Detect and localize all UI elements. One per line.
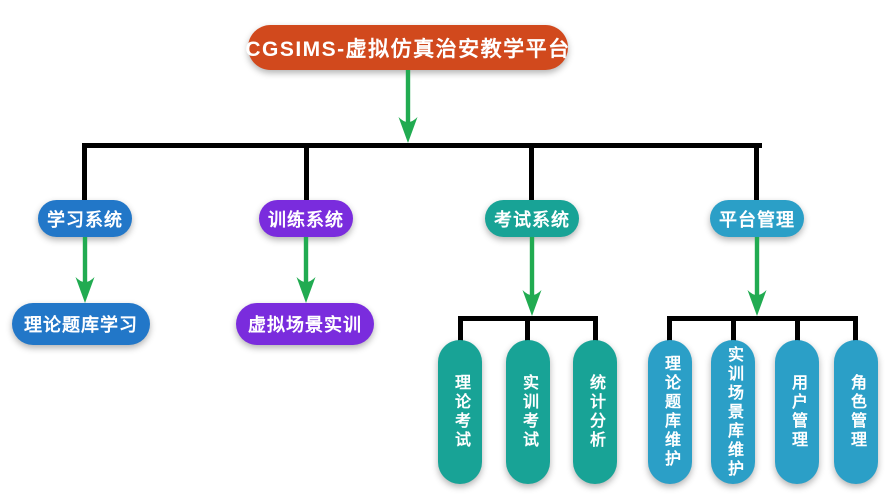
down-arrow-train: [296, 237, 316, 303]
connector-stub-user-mgmt: [795, 316, 800, 342]
node-theory-question-bank-maintenance: 理论题库维护: [648, 340, 692, 484]
node-study-system: 学习系统: [38, 200, 132, 237]
down-arrow-root: [398, 70, 418, 143]
node-virtual-scene-training: 虚拟场景实训: [236, 303, 374, 345]
connector-stub-role-mgmt: [853, 316, 858, 342]
node-practical-exam: 实训考试: [506, 340, 550, 484]
connector-platform-horizontal: [667, 316, 858, 321]
node-user-management-label: 用户管理: [789, 374, 806, 450]
connector-stub-scene-lib-maint: [731, 316, 736, 342]
node-training-system: 训练系统: [259, 200, 353, 237]
connector-stub-platform: [754, 143, 759, 200]
node-training-scene-library-maintenance: 实训场景库维护: [711, 340, 755, 484]
node-theory-question-bank-learning: 理论题库学习: [12, 303, 150, 345]
down-arrow-study: [75, 237, 95, 303]
connector-stub-practical-exam: [525, 316, 530, 342]
node-user-management: 用户管理: [775, 340, 819, 484]
node-root: CGSIMS-虚拟仿真治安教学平台: [245, 25, 569, 70]
connector-stub-study: [82, 143, 87, 200]
node-role-management: 角色管理: [834, 340, 878, 484]
connector-stub-exam: [529, 143, 534, 200]
connector-stub-theory-bank-maint: [667, 316, 672, 342]
node-training-scene-library-maintenance-label: 实训场景库维护: [725, 345, 742, 479]
node-statistics-analysis-label: 统计分析: [587, 374, 604, 450]
node-statistics-analysis: 统计分析: [573, 340, 617, 484]
node-theory-exam: 理论考试: [438, 340, 482, 484]
connector-stub-statistics: [593, 316, 598, 342]
node-exam-system: 考试系统: [485, 200, 579, 237]
node-practical-exam-label: 实训考试: [520, 374, 537, 450]
node-platform-management: 平台管理: [710, 200, 804, 237]
connector-stub-theory-exam: [458, 316, 463, 342]
node-theory-question-bank-maintenance-label: 理论题库维护: [662, 355, 679, 469]
node-role-management-label: 角色管理: [848, 374, 865, 450]
node-theory-exam-label: 理论考试: [452, 374, 469, 450]
connector-main-horizontal: [82, 143, 762, 148]
down-arrow-platform: [747, 237, 767, 316]
connector-stub-train: [304, 143, 309, 200]
down-arrow-exam: [522, 237, 542, 316]
